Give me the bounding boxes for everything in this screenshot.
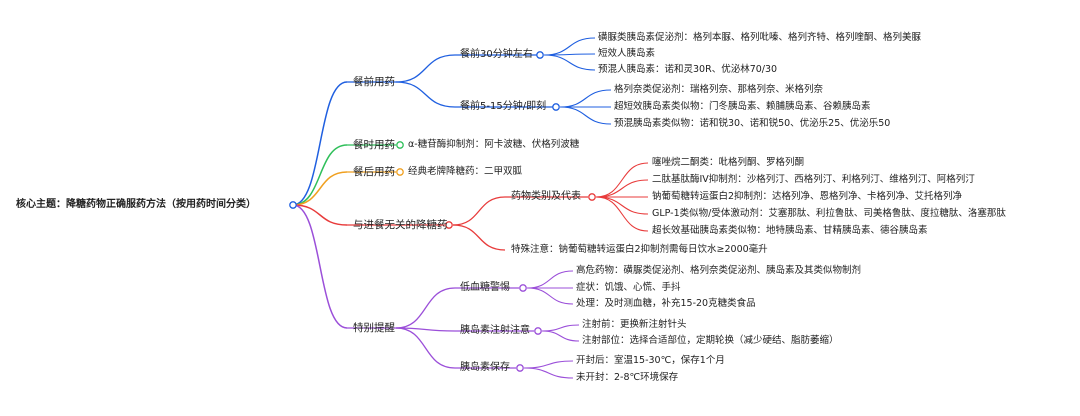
connector-5-15min-leaf-2 bbox=[559, 106, 612, 125]
node-dot-hypoglycemia bbox=[519, 284, 527, 292]
leaf-metformin: 经典老牌降糖药：二甲双胍 bbox=[408, 166, 523, 177]
leaf-unopened: 未开封：2-8℃环境保存 bbox=[576, 372, 679, 383]
branch-special-reminders: 特别提醒 bbox=[353, 322, 395, 334]
node-dot-storage bbox=[516, 364, 524, 372]
leaf-symptoms: 症状：饥饿、心慌、手抖 bbox=[576, 282, 681, 293]
node-dot-after-meal bbox=[396, 168, 404, 176]
leaf-sglt2: 钠葡萄糖转运蛋白2抑制剂：达格列净、恩格列净、卡格列净、艾托格列净 bbox=[652, 191, 963, 202]
leaf-alpha-glucosidase: α-糖苷酶抑制剂：阿卡波糖、伏格列波糖 bbox=[408, 139, 580, 150]
connector-storage bbox=[395, 327, 456, 369]
connector-30min-leaf-0 bbox=[543, 37, 596, 56]
leaf-special-note: 特殊注意：钠葡萄糖转运蛋白2抑制剂需每日饮水≥2000毫升 bbox=[511, 244, 768, 255]
leaf-opened: 开封后：室温15-30℃，保存1个月 bbox=[576, 355, 725, 366]
connector-hypo-leaf-2 bbox=[526, 287, 574, 305]
node-dot-with-meal bbox=[396, 141, 404, 149]
connector-special-note bbox=[452, 224, 506, 251]
node-5-15min-before: 餐前5-15分钟/即刻 bbox=[460, 101, 547, 112]
connector-storage-leaf-0 bbox=[523, 360, 574, 369]
branch-with-meal: 餐时用药 bbox=[353, 139, 395, 151]
branch-independent-of-meals: 与进餐无关的降糖药 bbox=[353, 219, 448, 231]
node-dot-independent bbox=[445, 221, 453, 229]
leaf-tzd: 噻唑烷二酮类：吡格列酮、罗格列酮 bbox=[652, 157, 805, 168]
leaf-sulfonylureas: 磺脲类胰岛素促泌剂：格列本脲、格列吡嗪、格列齐特、格列喹酮、格列美脲 bbox=[598, 32, 922, 43]
connector-5-15min bbox=[395, 81, 456, 108]
leaf-premixed-insulin-analogs: 预混胰岛素类似物：诺和锐30、诺和锐50、优泌乐25、优泌乐50 bbox=[614, 118, 891, 129]
node-dot-30min bbox=[536, 51, 544, 59]
branch-connector-0 bbox=[292, 81, 348, 206]
connector-injection-leaf-0 bbox=[541, 324, 580, 332]
leaf-premixed-human-insulin: 预混人胰岛素：诺和灵30R、优泌林70/30 bbox=[598, 64, 778, 75]
connector-hypo-leaf-0 bbox=[526, 270, 574, 289]
node-drug-classes: 药物类别及代表 bbox=[511, 191, 581, 202]
leaf-before-injection: 注射前：更换新注射针头 bbox=[582, 319, 687, 330]
branch-connector-4 bbox=[292, 204, 348, 329]
branch-before-meal: 餐前用药 bbox=[353, 76, 395, 88]
leaf-glinides: 格列奈类促泌剂：瑞格列奈、那格列奈、米格列奈 bbox=[614, 84, 824, 95]
connector-injection-leaf-1 bbox=[541, 330, 580, 342]
connector-5-15min-leaf-0 bbox=[559, 89, 612, 108]
connector-drug-classes bbox=[452, 196, 506, 226]
leaf-dpp4: 二肽基肽酶IV抑制剂：沙格列汀、西格列汀、利格列汀、维格列汀、阿格列汀 bbox=[652, 174, 975, 185]
connector-hypoglycemia bbox=[395, 287, 456, 329]
node-dot-5-15min bbox=[552, 103, 560, 111]
root-dot bbox=[289, 201, 297, 209]
connector-injection bbox=[395, 327, 456, 332]
branch-connector-2 bbox=[292, 171, 348, 206]
node-hypoglycemia: 低血糖警惕 bbox=[460, 282, 510, 293]
connector-storage-leaf-1 bbox=[523, 367, 574, 379]
connector-drug-leaf-4 bbox=[595, 196, 649, 232]
leaf-glp1: GLP-1类似物/受体激动剂：艾塞那肽、利拉鲁肽、司美格鲁肽、度拉糖肽、洛塞那肽 bbox=[652, 208, 1006, 219]
node-30min-before: 餐前30分钟左右 bbox=[460, 49, 533, 60]
branch-connector-1 bbox=[292, 144, 348, 206]
connector-30min bbox=[395, 54, 456, 83]
node-dot-drug-classes bbox=[588, 193, 596, 201]
branch-after-meal: 餐后用药 bbox=[353, 166, 395, 178]
node-insulin-storage: 胰岛素保存 bbox=[460, 362, 510, 373]
leaf-basal-insulin: 超长效基础胰岛素类似物：地特胰岛素、甘精胰岛素、德谷胰岛素 bbox=[652, 225, 928, 236]
connector-drug-leaf-3 bbox=[595, 196, 649, 215]
leaf-short-human-insulin: 短效人胰岛素 bbox=[598, 48, 656, 59]
leaf-treatment: 处理：及时测血糖，补充15-20克糖类食品 bbox=[576, 298, 756, 309]
leaf-rapid-insulin-analogs: 超短效胰岛素类似物：门冬胰岛素、赖脯胰岛素、谷赖胰岛素 bbox=[614, 101, 871, 112]
connector-drug-leaf-1 bbox=[595, 179, 649, 198]
node-insulin-injection: 胰岛素注射注意 bbox=[460, 325, 530, 336]
node-dot-injection bbox=[534, 327, 542, 335]
leaf-high-risk-drugs: 高危药物：磺脲类促泌剂、格列奈类促泌剂、胰岛素及其类似物制剂 bbox=[576, 265, 862, 276]
connector-30min-leaf-2 bbox=[543, 54, 596, 71]
leaf-injection-site: 注射部位：选择合适部位，定期轮换（减少硬结、脂肪萎缩） bbox=[582, 335, 839, 346]
root-topic: 核心主题：降糖药物正确服药方法（按用药时间分类） bbox=[16, 199, 256, 210]
branch-connector-3 bbox=[292, 204, 348, 226]
